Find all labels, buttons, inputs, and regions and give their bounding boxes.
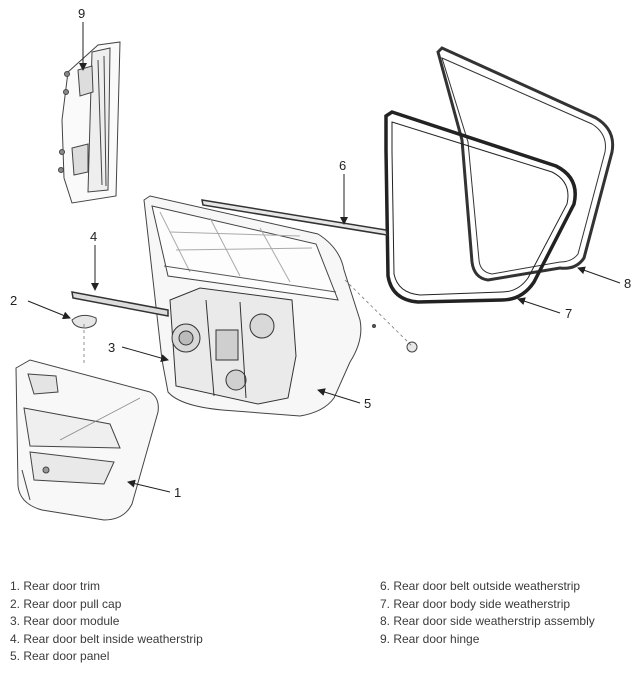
exploded-view-diagram: 1 2 3 4 5 6 7 8 9 [10,6,631,521]
callout-5: 5 [364,396,371,411]
belt-inside-weatherstrip-part [71,291,169,317]
leader-3 [121,346,169,362]
belt-outside-weatherstrip-part [201,199,388,236]
legend-item: 5. Rear door panel [10,649,110,664]
assembly-guide-lines [83,279,413,364]
side-weatherstrip-assembly-part [436,46,615,282]
legend-item: 3. Rear door module [10,614,120,629]
legend-item: 1. Rear door trim [10,579,101,593]
callout-4: 4 [90,229,97,244]
legend-left-column: 1. Rear door trim 2. Rear door pull cap … [10,578,203,666]
legend-item: 4. Rear door belt inside weatherstrip [10,631,203,646]
leader-5 [317,388,361,404]
leader-arrows [27,22,621,493]
callout-9: 9 [78,6,85,21]
rear-door-pull-cap-part [71,314,97,329]
rear-door-module-part [169,287,297,405]
callout-2: 2 [10,293,17,308]
callout-7: 7 [565,306,572,321]
legend-right-column: 6. Rear door belt outside weatherstrip 7… [380,578,595,648]
leader-7 [517,297,561,314]
callout-8: 8 [624,276,631,291]
leader-8 [577,266,621,284]
legend-item: 7. Rear door body side weatherstrip [380,596,571,611]
legend-item: 2. Rear door pull cap [10,596,122,611]
callout-6: 6 [339,158,346,173]
legend-item: 6. Rear door belt outside weatherstrip [380,579,581,593]
callout-3: 3 [108,340,115,355]
rear-door-hinge-part [58,41,121,204]
rear-door-trim-part [15,359,159,521]
legend-item: 9. Rear door hinge [380,631,480,646]
leader-2 [27,300,71,320]
callout-1: 1 [174,485,181,500]
leader-1 [127,479,171,493]
legend-item: 8. Rear door side weatherstrip assembly [380,614,595,629]
body-side-weatherstrip-part [384,110,577,304]
